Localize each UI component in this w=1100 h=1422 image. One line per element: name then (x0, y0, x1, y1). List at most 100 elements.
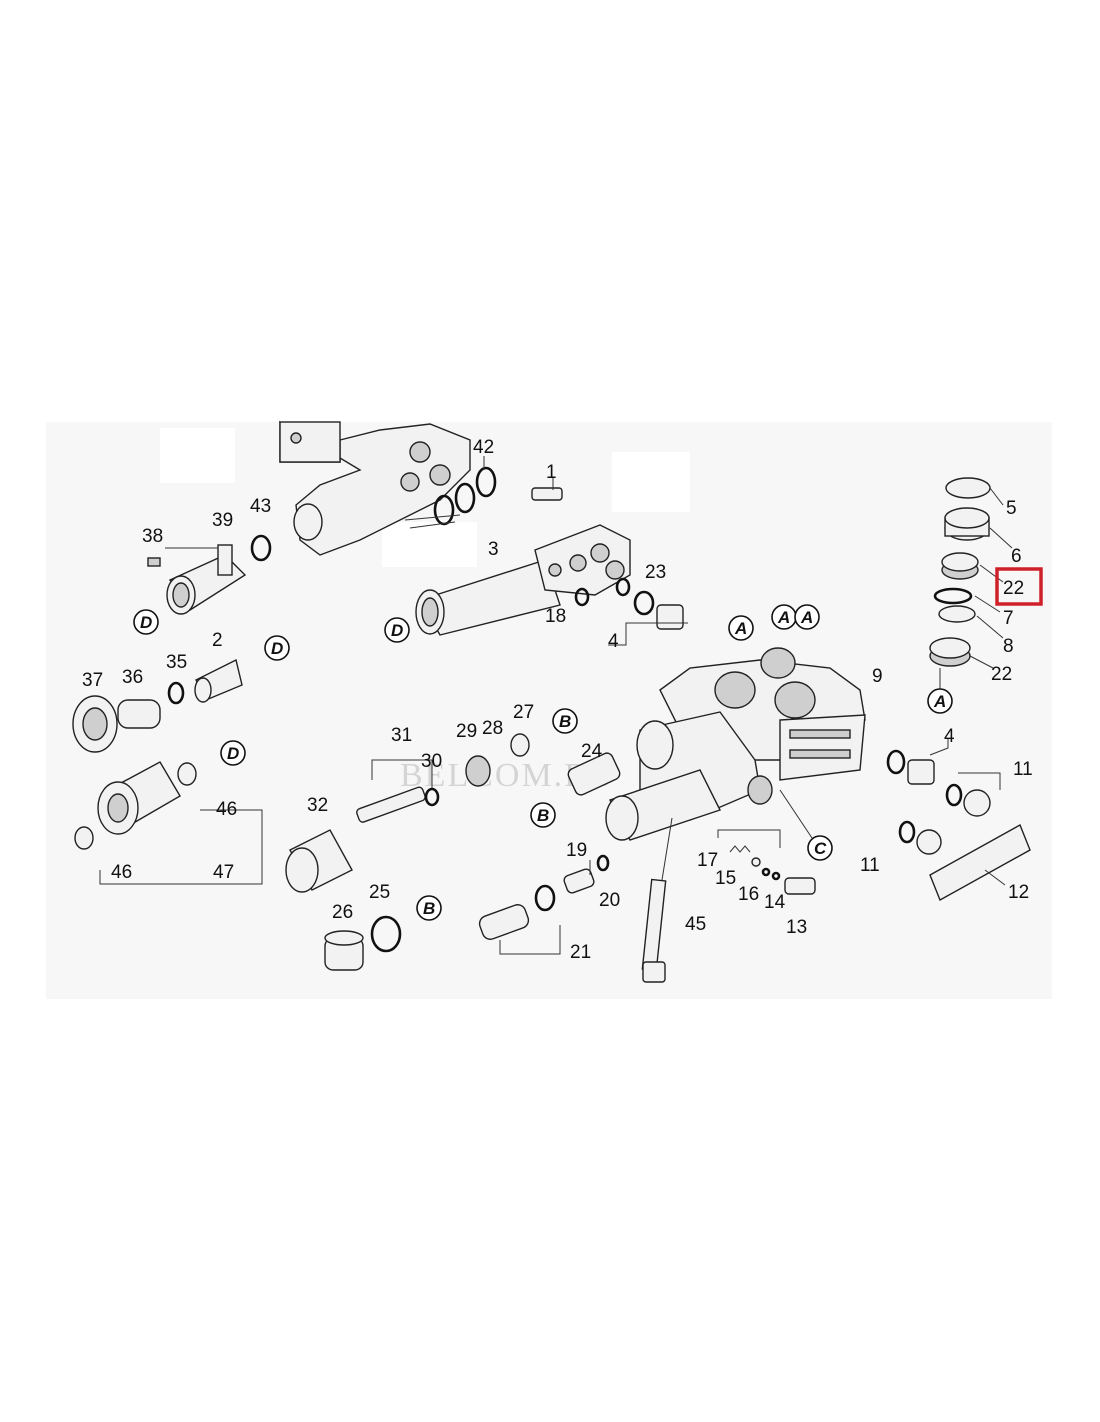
oring-21a (534, 884, 556, 912)
callout-26: 26 (332, 902, 353, 923)
callout-42: 42 (473, 437, 494, 458)
part-47-inlet (97, 761, 181, 835)
ref-d-2: D (384, 617, 410, 643)
callout-3: 3 (488, 539, 499, 560)
svg-text:B: B (423, 899, 435, 918)
part-37-nut (72, 695, 118, 753)
svg-text:A: A (734, 619, 747, 638)
callout-46b: 46 (111, 862, 132, 883)
svg-text:A: A (777, 608, 790, 627)
ref-a-1: A (728, 615, 754, 641)
ref-d-3: D (264, 635, 290, 661)
plug-11-b (916, 829, 942, 855)
plug-11-a (963, 789, 991, 817)
callout-37: 37 (82, 670, 103, 691)
part-21 (478, 904, 530, 940)
spring-17 (729, 845, 751, 853)
ball-15 (751, 857, 761, 867)
callout-22a: 22 (1003, 578, 1024, 599)
callout-2: 2 (212, 630, 223, 651)
callout-5: 5 (1006, 498, 1017, 519)
callout-22b: 22 (991, 664, 1012, 685)
oring-30 (424, 787, 440, 807)
callout-45: 45 (685, 914, 706, 935)
part-13 (784, 877, 816, 895)
panel-gap (382, 522, 477, 567)
callout-labels: 1 2 3 4 4 5 6 7 8 9 11 11 12 13 14 15 16… (82, 437, 1033, 963)
callout-38: 38 (142, 526, 163, 547)
highlighted-callout-22: 22 (995, 567, 1043, 606)
svg-text:A: A (933, 692, 946, 711)
svg-text:D: D (140, 613, 152, 632)
callout-39: 39 (212, 510, 233, 531)
callout-46a: 46 (216, 799, 237, 820)
ref-c-1: C (807, 835, 833, 861)
callout-14: 14 (764, 892, 786, 913)
callout-35: 35 (166, 652, 187, 673)
callout-31: 31 (391, 725, 412, 746)
ref-a-2: A (771, 604, 797, 630)
callout-24: 24 (581, 741, 603, 762)
svg-text:B: B (537, 806, 549, 825)
svg-text:D: D (391, 621, 403, 640)
part-3-body (415, 524, 631, 636)
callout-12: 12 (1008, 882, 1029, 903)
oring-11a (945, 783, 963, 807)
washer-46-bottom (74, 826, 94, 850)
callout-6: 6 (1011, 546, 1022, 567)
valve-4 (656, 604, 684, 630)
callout-43: 43 (250, 496, 271, 517)
washer-5 (945, 477, 991, 499)
part-9-manifold (605, 647, 866, 841)
oring-19 (596, 854, 610, 872)
bolt-45 (641, 878, 667, 983)
oring-16 (761, 867, 771, 877)
oring-18 (574, 587, 590, 607)
callout-29: 29 (456, 721, 477, 742)
part-24-valve (567, 752, 621, 796)
callout-4b: 4 (944, 726, 955, 747)
reference-markers: D D D D A A A A B B B C (133, 604, 953, 921)
oring-4a (615, 577, 631, 597)
part-22-top (941, 552, 979, 580)
panel-gap (160, 428, 235, 483)
svg-text:B: B (559, 712, 571, 731)
part-2-filter (194, 658, 243, 703)
ref-a-4: A (927, 688, 953, 714)
callout-25: 25 (369, 882, 390, 903)
callout-8: 8 (1003, 636, 1014, 657)
plate-12 (929, 824, 1031, 901)
oring-43 (250, 534, 272, 562)
ref-a-3: A (794, 604, 820, 630)
screw-1 (531, 487, 563, 501)
svg-text:D: D (227, 744, 239, 763)
part-32-knob (285, 829, 353, 893)
callout-11a: 11 (1013, 759, 1033, 780)
washer-8 (938, 605, 976, 623)
callout-9: 9 (872, 666, 883, 687)
part-36-nipple (117, 699, 161, 729)
part-29 (465, 755, 491, 787)
washer-46-top (177, 762, 197, 786)
ref-b-2: B (530, 802, 556, 828)
callout-1: 1 (546, 462, 557, 483)
oring-25 (370, 915, 402, 953)
callout-17: 17 (697, 850, 718, 871)
callout-11b: 11 (860, 855, 880, 876)
callout-32: 32 (307, 795, 328, 816)
ref-b-3: B (416, 895, 442, 921)
oring-35 (167, 681, 185, 705)
callout-18: 18 (545, 606, 566, 627)
panel-gap (612, 452, 690, 512)
valve-4-right (907, 759, 935, 785)
callout-36: 36 (122, 667, 143, 688)
ref-d-4: D (220, 740, 246, 766)
svg-text:C: C (814, 839, 827, 858)
pump-head-top-left (279, 420, 497, 556)
oring-7 (933, 587, 973, 605)
part-31-shaft (356, 786, 426, 823)
callout-21: 21 (570, 942, 591, 963)
callout-30: 30 (421, 751, 442, 772)
screw-38 (147, 557, 161, 567)
